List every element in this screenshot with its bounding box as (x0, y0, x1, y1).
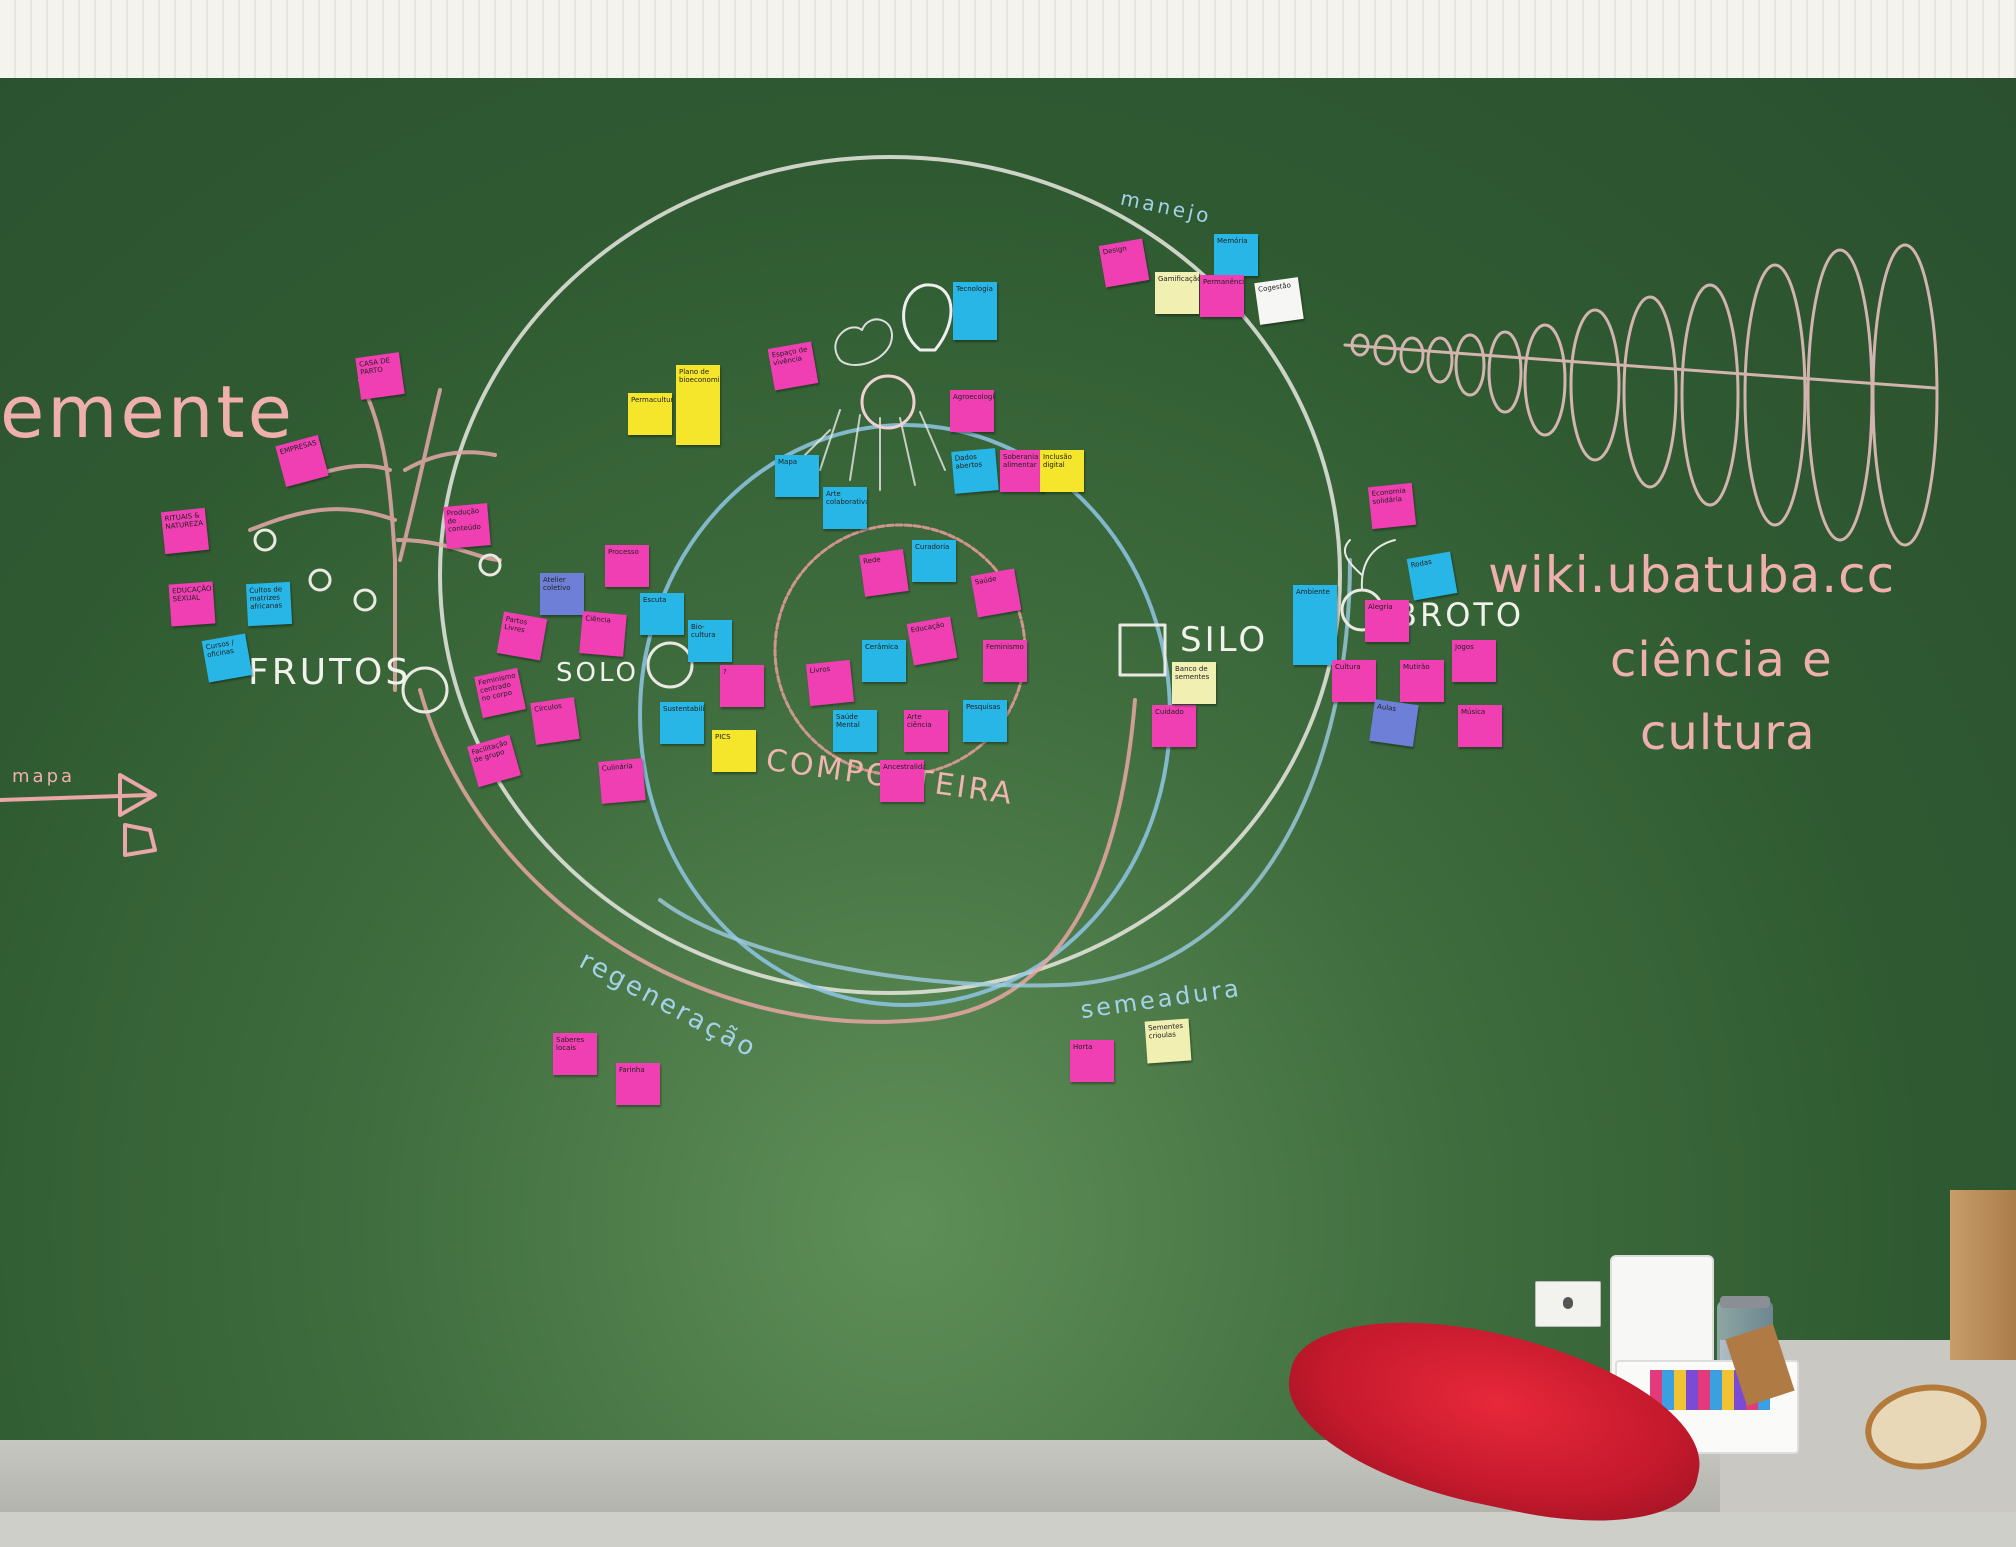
sticky-note: Soberania alimentar (1000, 450, 1044, 492)
sticky-note: Design (1098, 238, 1150, 288)
jar-lid (1720, 1296, 1770, 1308)
sticky-note: Aulas (1369, 699, 1419, 747)
solo-node (646, 641, 694, 689)
chalk-label-frutos: FRUTOS (248, 652, 412, 693)
chalk-url: wiki.ubatuba.cc (1488, 546, 1896, 604)
sticky-note: Cogestão (1254, 277, 1304, 325)
chalk-label-solo: SOLO (556, 658, 639, 688)
sticky-note: Alegria (1365, 600, 1409, 642)
lightbulb (902, 283, 953, 352)
sticky-note: RITUAIS & NATUREZA (160, 507, 210, 555)
sticky-note: Círculos (530, 697, 580, 745)
sticky-note: Rodas (1406, 551, 1458, 601)
power-outlet (1535, 1281, 1601, 1327)
sticky-note: Culinária (598, 758, 646, 804)
sticky-note: Plano de bioeconomia (676, 365, 720, 445)
sticky-note: Feminismo (983, 640, 1027, 682)
sticky-note: Tecnologia (953, 282, 997, 340)
sticky-note: Horta (1070, 1040, 1114, 1082)
tree-fruits (253, 528, 502, 612)
sticky-note: Saúde Mental (833, 710, 877, 752)
sticky-note: Ambiente (1293, 585, 1337, 665)
sticky-note: Cultura (1332, 660, 1376, 702)
seed-circle (860, 374, 916, 430)
sticky-note: PICS (712, 730, 756, 772)
sticky-note: Jogos (1452, 640, 1496, 682)
arrow (0, 773, 157, 857)
sticky-note: Cuidado (1152, 705, 1196, 747)
sticky-note: Economia solidária (1367, 482, 1417, 530)
sprout (1343, 539, 1396, 591)
sticky-note: Memória (1214, 234, 1258, 276)
sticky-note: Atelier coletivo (540, 573, 584, 615)
sticky-note: Mapa (775, 455, 819, 497)
sticky-note: Pesquisas (963, 700, 1007, 742)
sticky-note: CASA DE PARTO (355, 352, 405, 400)
paper-bag (1950, 1190, 2016, 1360)
spring (1343, 243, 1939, 547)
sticky-note: Cursos / oficinas (201, 633, 253, 683)
sticky-note: Música (1458, 705, 1502, 747)
sticky-note: Permacultura (628, 393, 672, 435)
sticky-note: EDUCAÇÃO SEXUAL (168, 581, 216, 627)
sticky-note: Cultos de matrizes africanas (245, 581, 293, 627)
pink-loop (418, 688, 1137, 1024)
ceiling (0, 0, 2016, 90)
sticky-note: Ancestralidade (880, 760, 924, 802)
sticky-note: Arte ciência (904, 710, 948, 752)
chalk-label-silo: SILO (1180, 620, 1269, 660)
sticky-note: Espaço de vivência (767, 341, 819, 391)
sticky-note: Banco de sementes (1172, 662, 1216, 704)
sticky-note: ? (720, 665, 764, 707)
sticky-note: Sementes crioulas (1144, 1018, 1192, 1064)
sticky-note: Partos Livres (496, 611, 548, 661)
outer-circle (438, 155, 1342, 995)
outlet-hole (1563, 1297, 1573, 1309)
sticky-note: Sustentabilidade (660, 702, 704, 744)
sticky-note: Ciência (579, 611, 627, 657)
chalk-tagline-1: ciência e (1610, 632, 1833, 688)
sticky-note: Curadoria (912, 540, 956, 582)
sticky-note: Livros (805, 659, 855, 707)
sticky-note: Inclusão digital (1040, 450, 1084, 492)
sticky-note: Permanência (1200, 275, 1244, 317)
sticky-note: Bio-cultura (688, 620, 732, 662)
sticky-note: Saberes locais (553, 1033, 597, 1075)
chalk-tagline-2: cultura (1640, 705, 1816, 761)
chalk-word-left: emente (0, 370, 295, 454)
sticky-note: Arte colaborativa (823, 487, 867, 529)
sticky-note: Educação (906, 616, 958, 666)
sticky-note: Escuta (640, 593, 684, 635)
sticky-note: Mutirão (1400, 660, 1444, 702)
sticky-note: Saúde (970, 568, 1022, 618)
sticky-note: Rede (859, 549, 909, 597)
frutos-node (401, 666, 449, 714)
sticky-note: Gamificação (1155, 272, 1199, 314)
sticky-note: Cerâmica (862, 640, 906, 682)
sticky-note: Agroecologia (950, 390, 994, 432)
sun-rays (799, 409, 946, 491)
chalk-label-arrow: mapa (12, 766, 76, 787)
chalk-label-broto: BROTO (1395, 596, 1525, 634)
sticky-note: Dados abertos (951, 448, 999, 494)
blue-curve (658, 558, 1352, 988)
sticky-note: Feminismo centrado no corpo (474, 667, 526, 719)
silo-bucket (1118, 623, 1167, 677)
cloud (834, 318, 893, 366)
sticky-note: Produção de conteúdo (443, 503, 491, 549)
sticky-note: Farinha (616, 1063, 660, 1105)
sticky-note: Processo (605, 545, 649, 587)
